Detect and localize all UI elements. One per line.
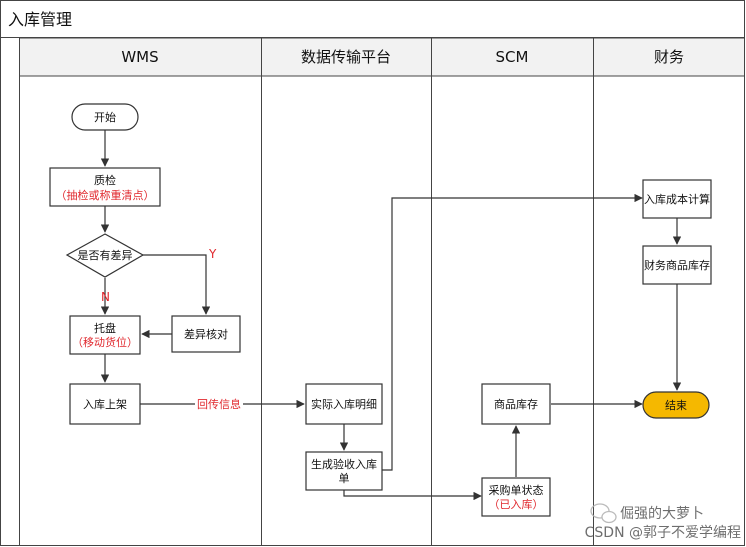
node-qc-label: 质检 — [94, 173, 116, 187]
lane-label-wms: WMS — [121, 48, 158, 66]
lane-label-platform: 数据传输平台 — [301, 48, 391, 66]
node-decision-label: 是否有差异 — [78, 248, 133, 262]
node-generate-receipt: 生成验收入库 单 — [305, 451, 383, 491]
node-goods-stock-label: 商品库存 — [494, 397, 538, 411]
pool-title: 入库管理 — [8, 10, 72, 29]
node-pallet-sublabel: （移动货位） — [72, 335, 138, 349]
node-pallet-label: 托盘 — [94, 321, 116, 335]
watermark: 倔强的大萝卜 CSDN @郭子不爱学编程 — [585, 503, 741, 541]
node-actual-detail-label: 实际入库明细 — [311, 397, 377, 411]
node-receipt-label: 生成验收入库 — [311, 457, 377, 471]
node-end: 结束 — [642, 391, 710, 419]
watermark-line2: CSDN @郭子不爱学编程 — [585, 524, 741, 541]
node-receipt-label-2: 单 — [339, 472, 350, 485]
node-start-label: 开始 — [94, 110, 116, 124]
node-goods-stock: 商品库存 — [481, 383, 551, 425]
node-finance-stock-label: 财务商品库存 — [644, 258, 710, 272]
node-decision: 是否有差异 — [65, 233, 145, 278]
node-diff-check-label: 差异核对 — [184, 327, 228, 341]
edge-label-no: N — [101, 290, 110, 304]
node-shelve-label: 入库上架 — [83, 398, 127, 411]
lane-header-row — [19, 37, 745, 77]
pool-title-bar — [0, 0, 745, 38]
node-start: 开始 — [71, 103, 139, 131]
edge-decision-diffcheck — [143, 254, 211, 315]
node-qc-sublabel: （抽检或称重清点） — [56, 188, 155, 202]
edge-label-yes: Y — [208, 247, 217, 261]
wechat-logo-icon — [590, 503, 617, 524]
lane-label-scm: SCM — [496, 48, 529, 66]
edge-label-return-info: 回传信息 — [197, 397, 241, 411]
edge-label-bg — [195, 397, 243, 411]
node-finance-stock: 财务商品库存 — [642, 245, 712, 285]
node-pallet: 托盘 （移动货位） — [69, 315, 141, 355]
lane-label-finance: 财务 — [654, 48, 684, 66]
node-diff-check: 差异核对 — [171, 315, 241, 353]
node-cost-calc: 入库成本计算 — [642, 179, 712, 219]
node-quality-check: 质检 （抽检或称重清点） — [49, 167, 161, 207]
edge-receipt-postatus — [343, 490, 482, 501]
node-po-status: 采购单状态 （已入库） — [481, 477, 551, 517]
node-end-label: 结束 — [665, 399, 687, 412]
node-cost-calc-label: 入库成本计算 — [644, 192, 710, 206]
node-actual-detail: 实际入库明细 — [305, 383, 383, 425]
node-po-status-label: 采购单状态 — [489, 483, 544, 497]
edge-receipt-cost — [381, 193, 643, 471]
watermark-line1: 倔强的大萝卜 — [620, 506, 704, 522]
node-po-status-sublabel: （已入库） — [489, 498, 544, 511]
node-shelve: 入库上架 — [69, 383, 141, 425]
